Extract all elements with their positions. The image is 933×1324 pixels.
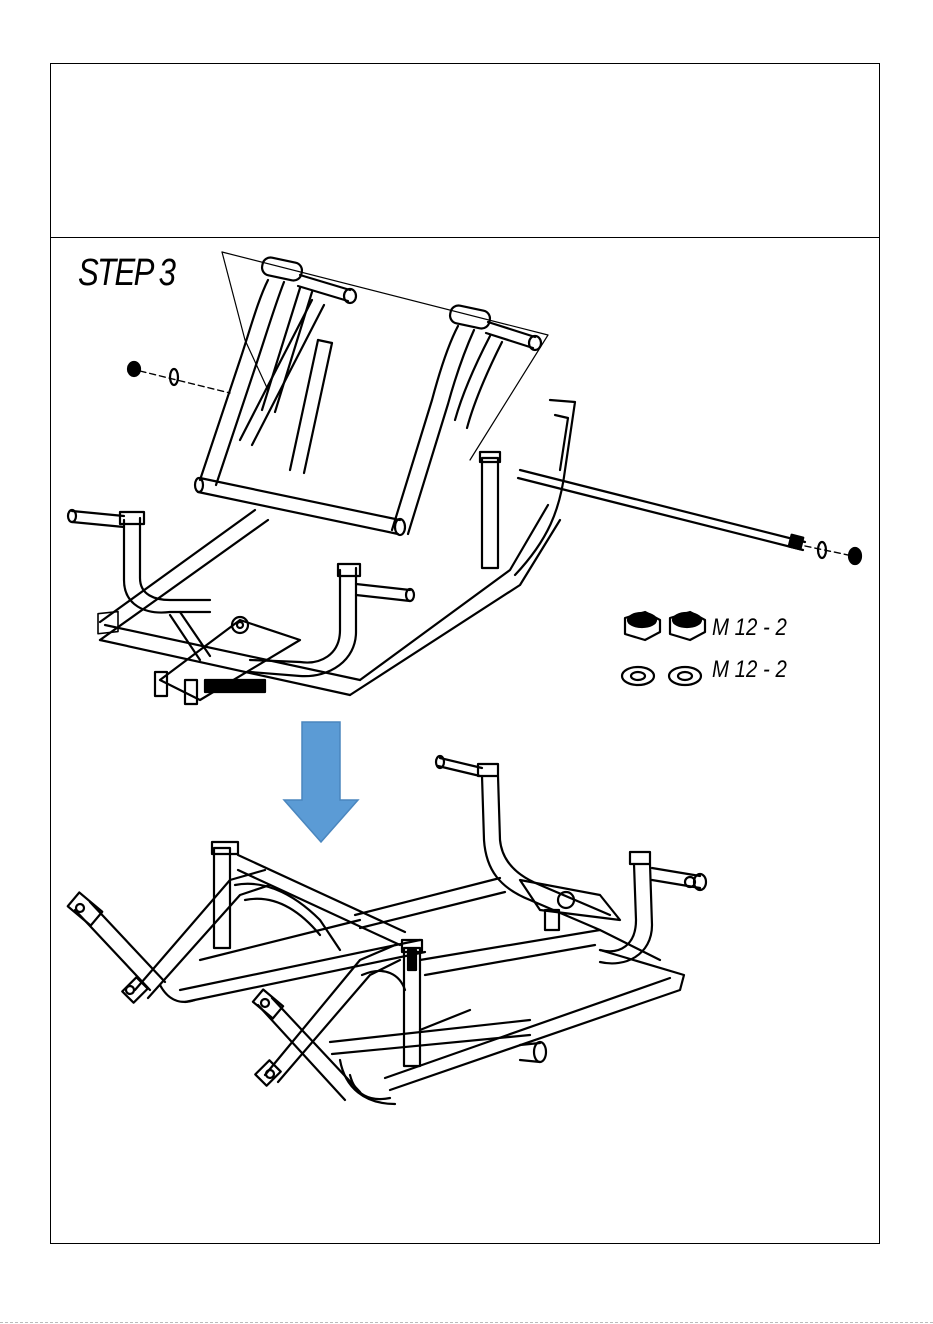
- long-bolt: [518, 470, 861, 564]
- backrest-frame: [195, 252, 548, 535]
- washer-icon: [622, 667, 701, 685]
- left-fasteners: [128, 362, 230, 393]
- page-bottom-edge: [0, 1322, 933, 1323]
- down-arrow-icon: [284, 722, 358, 842]
- base-frame-top: [68, 400, 575, 704]
- hex-nut-icon: [625, 612, 705, 640]
- assembled-frame: [68, 756, 706, 1104]
